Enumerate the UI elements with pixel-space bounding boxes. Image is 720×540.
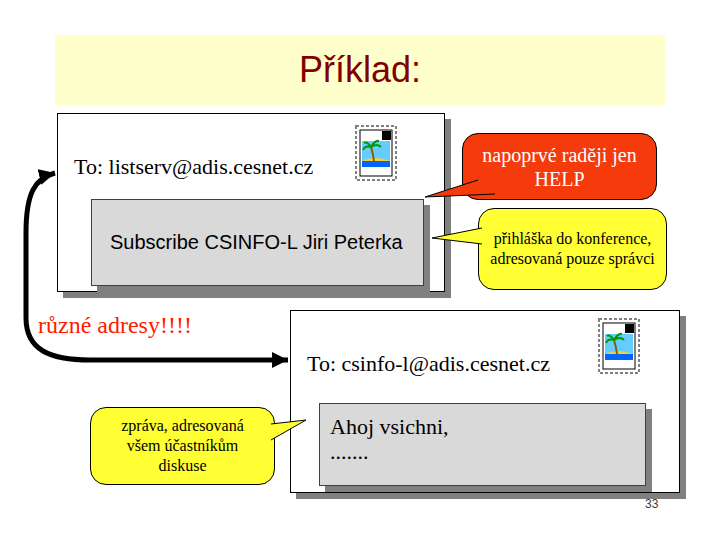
node-text: .......	[330, 439, 369, 464]
callout-bubble: zpráva, adresovaná všem účastníkům disku…	[90, 407, 275, 485]
stamp-icon	[355, 125, 397, 181]
callout-tail	[432, 228, 482, 244]
title-band: Příklad:	[55, 35, 665, 105]
stamp-icon	[598, 318, 640, 374]
callout-tail	[425, 180, 495, 197]
node-text: Ahoj vsichni,	[330, 414, 449, 439]
page-number: 33	[645, 497, 658, 511]
node-text: zpráva, adresovaná všem účastníkům disku…	[108, 416, 258, 476]
callout-bubble: napoprvé raději jen HELP	[462, 133, 657, 200]
slide-title: Příklad:	[299, 49, 421, 91]
message-body: Ahoj vsichni,.......	[319, 403, 646, 486]
node-text: napoprvé raději jen HELP	[473, 143, 646, 191]
node-text: Subscribe CSINFO-L Jiri Peterka	[110, 231, 403, 254]
message-body: Subscribe CSINFO-L Jiri Peterka	[91, 199, 424, 286]
node-text: přihláška do konference, adresovaná pouz…	[489, 229, 656, 269]
callout-tail	[271, 420, 306, 440]
edge-label: různé adresy!!!!	[36, 312, 194, 339]
node-text: To: listserv@adis.cesnet.cz	[74, 154, 313, 180]
node-text: To: csinfo-l@adis.cesnet.cz	[307, 351, 550, 377]
callout-bubble: přihláška do konference, adresovaná pouz…	[478, 208, 667, 290]
